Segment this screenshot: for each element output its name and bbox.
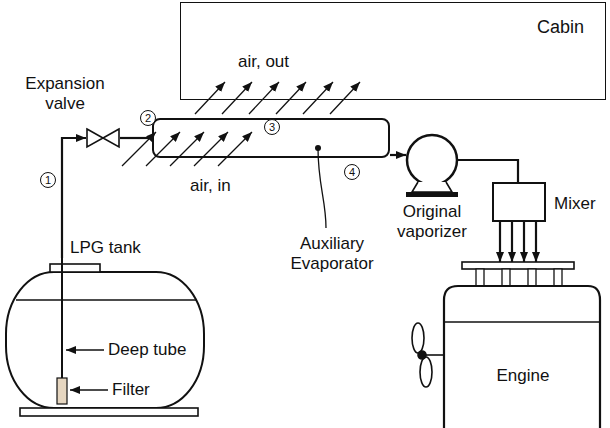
callout-number: 3 xyxy=(264,119,280,135)
cabin-box: Cabin xyxy=(180,2,606,100)
part-label: Deep tube xyxy=(108,340,186,360)
pipe-connector xyxy=(390,155,406,156)
engine-fan xyxy=(412,323,445,387)
pipe-line xyxy=(535,222,537,262)
expansion-valve-outline xyxy=(86,128,120,148)
callout-number: 1 xyxy=(40,172,56,188)
engine: Engine xyxy=(440,262,606,428)
node-label: Expansion valve xyxy=(8,74,122,114)
pipe-line xyxy=(511,222,513,262)
original-vaporizer: Original vaporizer xyxy=(406,134,458,198)
air-out-label: air, out xyxy=(238,52,289,72)
air-out-arrows xyxy=(195,82,360,114)
pipe-connector xyxy=(458,160,518,182)
node-label: Mixer xyxy=(554,194,596,214)
original-vaporizer-outline xyxy=(406,134,458,198)
part-label: Filter xyxy=(112,380,150,400)
pipe-line xyxy=(120,137,152,139)
node-label: Cabin xyxy=(537,17,584,37)
node-label: Engine xyxy=(473,366,573,386)
node-label: Auxiliary Evaporator xyxy=(277,234,387,274)
pipe-line xyxy=(523,222,525,262)
pipe-line xyxy=(458,160,518,182)
pipe-line xyxy=(499,222,501,262)
pipe-connector xyxy=(500,222,536,262)
pipe-line xyxy=(390,154,406,156)
pipe-connector xyxy=(120,138,152,139)
node-label: Original vaporizer xyxy=(387,202,477,242)
engine-outline xyxy=(440,262,606,428)
mixer-box: Mixer xyxy=(492,182,546,222)
lpg-tank: LPG tankDeep tubeFilter xyxy=(4,258,208,422)
expansion-valve: Expansion valve xyxy=(86,128,120,148)
callout-number: 2 xyxy=(140,110,156,126)
callout-number: 4 xyxy=(344,164,360,180)
node-label: LPG tank xyxy=(70,238,141,258)
air-in-label: air, in xyxy=(190,176,231,196)
